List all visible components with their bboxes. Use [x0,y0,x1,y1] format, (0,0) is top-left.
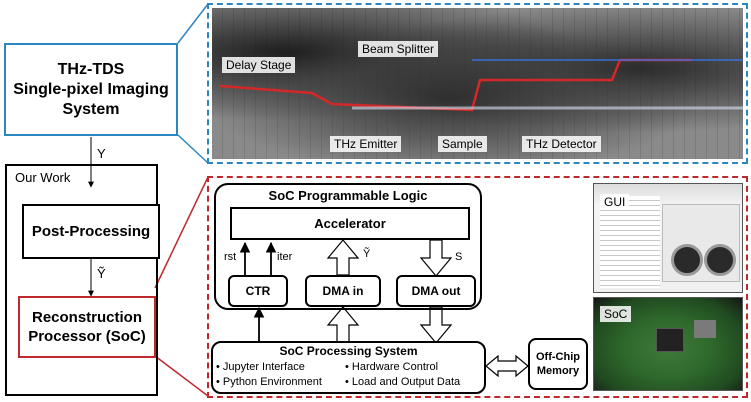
block-arrow-ps-to-dma-in [326,306,360,344]
signal-y-tilde-label: Ỹ [97,266,106,281]
accelerator-label: Accelerator [314,216,386,231]
ctr-box: CTR [228,275,288,307]
gui-image-left [671,244,703,276]
soc-board-chip [656,328,684,352]
ps-item-jupyter: • Jupyter Interface [216,361,305,373]
processing-system-title: SoC Processing System [279,344,418,358]
gui-screen-panel [600,196,660,288]
ps-item-jupyter-text: Jupyter Interface [222,361,305,373]
our-work-box [5,164,158,396]
processing-system-box [211,341,486,394]
block-arrow-dma-out-to-ps [419,306,453,344]
post-processing-label: Post-Processing [31,223,151,240]
signal-s-label: S [455,251,463,263]
thz-setup-photo-frame: Delay Stage Beam Splitter THz Emitter Sa… [207,3,748,164]
programmable-logic-box [214,183,482,310]
soc-board-heatsink [694,320,716,338]
post-processing-box: Post-Processing [22,204,160,259]
signal-y-label: Y [97,146,106,161]
blue-callout-line-bottom [177,134,209,164]
signal-rst-label: rst [224,251,237,263]
ps-item-load-output-text: Load and Output Data [351,376,461,388]
ps-item-hardware: • Hardware Control [345,361,439,373]
reconstruction-processor-label: Reconstruction Processor (SoC) [28,309,146,345]
ctr-label: CTR [245,284,271,298]
signal-y-tilde-soc-label: Ỹ [363,248,371,260]
soc-label: SoC [600,306,632,322]
blue-callout-line-top [177,3,209,44]
beam-path-overlay [219,58,743,112]
gui-image-right [704,244,736,276]
block-arrow-dma-in-up [326,239,360,276]
dma-in-label: DMA in [322,284,364,298]
off-chip-memory-box: Off-Chip Memory [528,338,588,390]
red-callout-line-top [154,176,209,289]
our-work-label: Our Work [15,170,71,185]
dma-out-label: DMA out [411,284,461,298]
ps-item-load-output: • Load and Output Data [345,376,461,388]
label-sample: Sample [438,136,487,152]
label-beam-splitter: Beam Splitter [358,41,439,57]
soc-diagram-frame [207,176,748,398]
soc-board-photo: SoC [593,297,743,391]
dma-out-box: DMA out [396,275,476,307]
off-chip-memory-label: Off-Chip Memory [536,351,580,377]
thz-tds-system-label: THz-TDS Single-pixel Imaging System [13,60,169,118]
thz-tds-system-box: THz-TDS Single-pixel Imaging System [4,43,178,136]
dma-in-box: DMA in [305,275,381,307]
block-arrow-dma-out-down [419,239,453,277]
gui-label: GUI [600,194,630,210]
label-thz-detector: THz Detector [522,136,601,152]
ps-item-python-text: Python Environment [222,376,322,388]
label-delay-stage: Delay Stage [222,57,296,73]
programmable-logic-title: SoC Programmable Logic [268,188,428,203]
signal-iter-label: iter [277,251,293,263]
ps-item-python: • Python Environment [216,376,322,388]
reconstruction-processor-box: Reconstruction Processor (SoC) [18,296,156,358]
accelerator-box: Accelerator [230,207,470,240]
label-thz-emitter: THz Emitter [330,136,402,152]
ps-item-hardware-text: Hardware Control [351,361,439,373]
gui-photo: GUI [593,183,743,293]
thz-setup-photo: Delay Stage Beam Splitter THz Emitter Sa… [212,8,743,159]
red-callout-line-bottom [154,355,209,397]
